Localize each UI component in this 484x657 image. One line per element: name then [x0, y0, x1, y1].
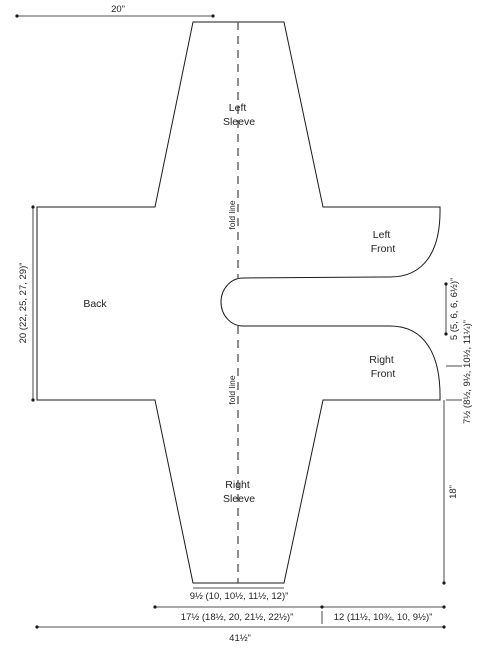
garment-outline	[36, 21, 441, 584]
front-opening-dimension: 5 (5, 6, 6, 6½)”	[444, 278, 460, 340]
right-sleeve-label-line1: Right	[225, 479, 250, 491]
left-sleeve-label: Left Sleeve	[223, 102, 255, 128]
right-front-label-line2: Front	[371, 368, 396, 380]
fold-label-lower: fold line	[227, 375, 237, 405]
left-sleeve-label-line2: Sleeve	[223, 116, 255, 128]
left-front-label: Left Front	[371, 229, 396, 255]
back-height-text: 20 (22, 25, 27, 29)”	[18, 263, 29, 344]
cuff-width-text: 9½ (10, 10½, 11½, 12)”	[190, 591, 289, 602]
back-label: Back	[83, 298, 107, 310]
sleeve-length-dimension: 18”	[442, 400, 459, 585]
half-width-dimension: 17½ (18½, 20, 21½, 22½)”	[153, 605, 324, 623]
sleeve-length-text: 18”	[448, 485, 459, 499]
front-width-dimension: 12 (11½, 10¾, 10, 9½)”	[321, 605, 446, 624]
right-sleeve-label-line2: Sleeve	[223, 493, 255, 505]
right-front-label: Right Front	[369, 354, 396, 380]
top-width-text: 20”	[111, 4, 125, 15]
left-front-label-line2: Front	[371, 243, 396, 255]
right-front-label-line1: Right	[369, 354, 394, 366]
total-width-dimension: 41½”	[35, 625, 446, 644]
total-width-text: 41½”	[229, 633, 251, 644]
left-front-label-line1: Left	[373, 229, 391, 241]
fold-label-upper: fold line	[227, 200, 237, 230]
front-side-text: 7½ (8½, 9½, 10½, 11¼)”	[462, 320, 473, 424]
front-opening-text: 5 (5, 6, 6, 6½)”	[449, 278, 460, 340]
right-sleeve-label: Right Sleeve	[223, 479, 255, 505]
left-sleeve-label-line1: Left	[229, 102, 247, 114]
half-width-text: 17½ (18½, 20, 21½, 22½)”	[181, 612, 294, 623]
top-width-dimension: 20”	[15, 4, 215, 18]
front-side-dimension: 7½ (8½, 9½, 10½, 11¼)”	[446, 320, 473, 424]
cuff-width-dimension: 9½ (10, 10½, 11½, 12)”	[190, 587, 289, 602]
front-width-text: 12 (11½, 10¾, 10, 9½)”	[334, 612, 433, 623]
back-height-dimension: 20 (22, 25, 27, 29)”	[18, 205, 35, 402]
